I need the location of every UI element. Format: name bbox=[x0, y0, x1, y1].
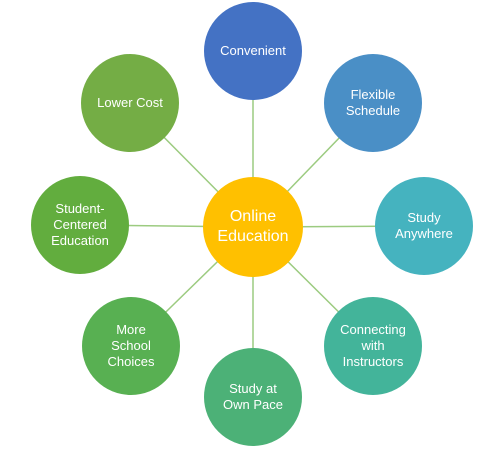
node-label: Convenient bbox=[220, 42, 286, 58]
node-convenient: Convenient bbox=[204, 2, 302, 100]
node-study-at-own-pace: Study at Own Pace bbox=[204, 348, 302, 446]
node-student-centered-education: Student- Centered Education bbox=[31, 176, 129, 274]
node-lower-cost: Lower Cost bbox=[81, 54, 179, 152]
node-online-education: Online Education bbox=[203, 177, 303, 277]
node-label: Lower Cost bbox=[97, 94, 163, 110]
node-flexible-schedule: Flexible Schedule bbox=[324, 54, 422, 152]
node-label: Flexible Schedule bbox=[345, 86, 401, 118]
node-connecting-with-instructors: Connecting with Instructors bbox=[324, 297, 422, 395]
node-label: Student- Centered Education bbox=[51, 200, 109, 249]
node-label: Study at Own Pace bbox=[223, 380, 283, 412]
node-label: More School Choices bbox=[107, 321, 155, 370]
node-study-anywhere: Study Anywhere bbox=[375, 177, 473, 275]
center-label: Online Education bbox=[217, 208, 289, 245]
node-more-school-choices: More School Choices bbox=[82, 297, 180, 395]
node-label: Connecting with Instructors bbox=[340, 321, 406, 370]
node-label: Study Anywhere bbox=[395, 209, 453, 241]
